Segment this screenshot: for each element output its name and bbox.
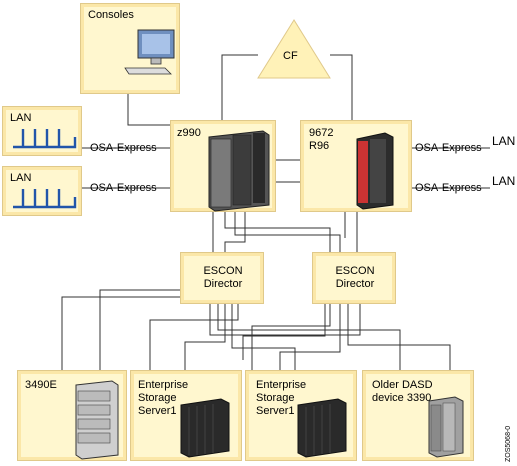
escon-label: ESCON Director [203,265,243,290]
cf-label: CF [283,50,298,62]
lan-label: LAN [492,134,516,148]
server-icon [356,132,394,210]
tape-label: 3490E [25,379,57,391]
cf-triangle [257,19,331,79]
r96-box: 9672 R96 [300,120,412,212]
ess-label: Enterprise Storage Server1 [138,379,189,417]
mainframe-icon [208,130,270,212]
lan-bus-icon [13,129,77,149]
osa-label: OSA-Express [90,142,157,154]
dasd-icon [428,396,464,458]
ess-box-1: Enterprise Storage Server1 [130,370,242,461]
dasd-label: Older DASD device 3390 [372,379,433,404]
z990-box: z990 [170,120,276,212]
tape-drive-icon [75,380,119,460]
tape-box: 3490E [17,370,127,461]
escon-label: ESCON Director [335,265,375,290]
r96-label: 9672 R96 [309,127,334,152]
dasd-box: Older DASD device 3390 [362,370,474,461]
osa-label: OSA-Express [415,182,482,194]
monitor-icon [124,29,175,75]
cf-link-right [330,54,353,125]
lan-box-2: LAN [2,166,82,216]
lan-box-1: LAN [2,106,82,156]
lan-label: LAN [10,172,32,184]
consoles-box: Consoles [80,3,180,94]
figure-id: ZOS5068-0 [505,425,512,462]
lan-bus-icon [13,189,77,209]
z990-label: z990 [177,127,201,139]
consoles-label: Consoles [88,9,134,21]
lan-label: LAN [492,174,516,188]
consoles-link [127,93,178,126]
cf-link-left [221,54,258,125]
osa-label: OSA-Express [415,142,482,154]
osa-label: OSA-Express [90,182,157,194]
storage-server-icon [180,398,230,458]
storage-server-icon [297,398,347,458]
ess-box-2: Enterprise Storage Server1 [245,370,357,461]
lan-label: LAN [10,112,32,124]
escon-director-1: ESCON Director [180,252,264,304]
ess-label: Enterprise Storage Server1 [256,379,307,417]
escon-director-2: ESCON Director [312,252,396,304]
